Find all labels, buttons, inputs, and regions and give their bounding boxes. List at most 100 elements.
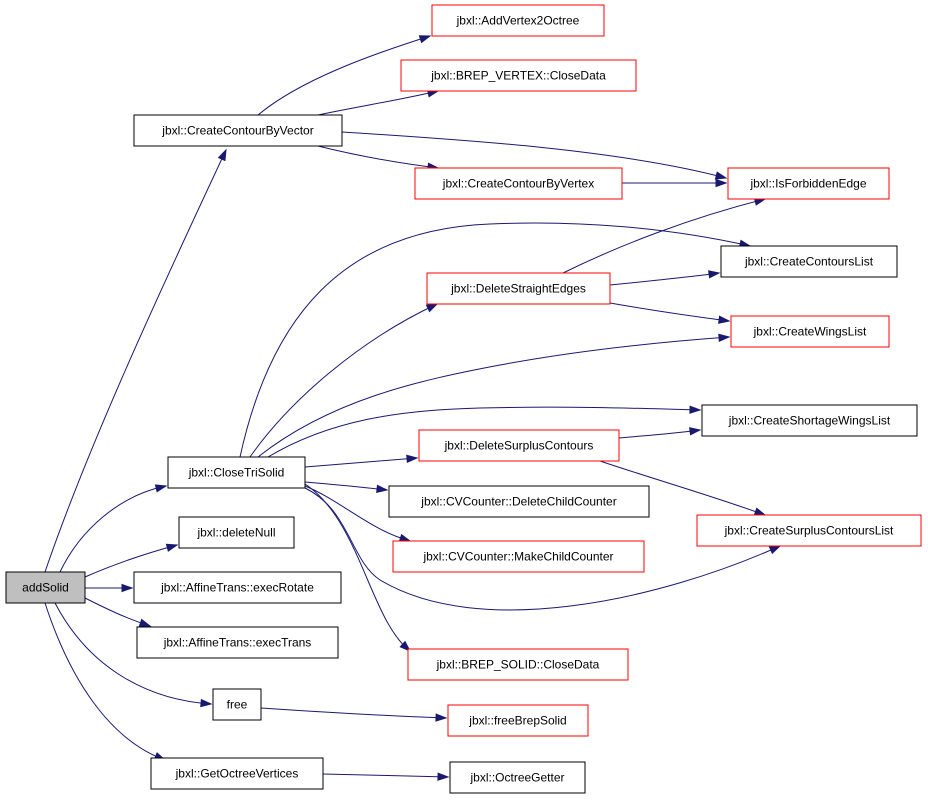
node-box: [414, 167, 623, 200]
node-label: jbxl::CreateWingsList: [753, 325, 867, 339]
node-box: [431, 4, 605, 37]
node-label: jbxl::deleteNull: [196, 526, 275, 540]
edge-line: [341, 131, 727, 179]
edge-arrowhead: [437, 772, 450, 781]
node-box: [720, 245, 898, 278]
node-makeChildCounter[interactable]: jbxl::CVCounter::MakeChildCounter: [392, 540, 645, 573]
edge-arrowhead: [200, 698, 213, 708]
node-getOctreeVertices[interactable]: jbxl::GetOctreeVertices: [150, 757, 324, 790]
node-label: jbxl::CreateShortageWingsList: [728, 414, 891, 428]
node-box: [212, 688, 262, 721]
edge-arrowhead: [718, 333, 731, 342]
edge-arrowhead: [121, 583, 134, 593]
node-deleteNull[interactable]: jbxl::deleteNull: [178, 516, 295, 549]
edge-createContourByVector-to-addVertex2Octree: [257, 35, 432, 116]
node-label: jbxl::CreateContourByVector: [161, 124, 313, 138]
node-addVertex2Octree[interactable]: jbxl::AddVertex2Octree: [431, 4, 605, 37]
node-box: [727, 167, 890, 200]
node-createContourByVector[interactable]: jbxl::CreateContourByVector: [133, 114, 343, 147]
edge-line: [618, 429, 701, 439]
node-createWingsList[interactable]: jbxl::CreateWingsList: [730, 315, 890, 348]
node-label: jbxl::CreateSurplusContoursList: [724, 524, 894, 538]
node-label: jbxl::CVCounter::DeleteChildCounter: [420, 495, 616, 509]
edge-createContourByVertex-to-isForbiddenEdge: [622, 178, 728, 188]
node-deleteSurplusContours[interactable]: jbxl::DeleteSurplusContours: [418, 429, 620, 462]
edge-closeTriSolid-to-createWingsList: [257, 333, 731, 458]
node-label: jbxl::DeleteSurplusContours: [444, 439, 594, 453]
edge-line: [304, 487, 781, 611]
edge-closeTriSolid-to-createContoursList: [239, 222, 752, 458]
node-execRotate[interactable]: jbxl::AffineTrans::execRotate: [133, 571, 342, 604]
node-box: [133, 571, 342, 604]
edge-arrowhead: [714, 171, 728, 180]
edge-arrowhead: [418, 35, 432, 44]
node-box: [449, 761, 586, 794]
node-label: jbxl::AffineTrans::execRotate: [160, 581, 314, 595]
node-box: [136, 626, 339, 659]
edge-line: [257, 35, 431, 116]
edge-line: [44, 602, 166, 761]
node-label: jbxl::CreateContourByVertex: [442, 177, 594, 191]
node-brepVertexCloseData[interactable]: jbxl::BREP_VERTEX::CloseData: [400, 59, 637, 92]
edge-closeTriSolid-to-makeChildCounter: [304, 485, 412, 542]
node-brepSolidCloseData[interactable]: jbxl::BREP_SOLID::CloseData: [407, 648, 629, 681]
edge-deleteSurplusContours-to-createShortageWingsList: [618, 427, 702, 439]
edge-addSolid-to-execTrans: [84, 597, 152, 627]
edge-line: [317, 90, 439, 116]
edge-line: [322, 773, 449, 778]
edge-arrowhead: [376, 484, 389, 494]
edge-line: [59, 485, 167, 573]
edge-line: [317, 145, 439, 169]
node-box: [730, 315, 890, 348]
node-octreeGetter[interactable]: jbxl::OctreeGetter: [449, 761, 586, 794]
node-label: jbxl::AddVertex2Octree: [456, 14, 580, 28]
edge-line: [257, 336, 730, 458]
edge-line: [609, 302, 730, 322]
edge-arrowhead: [689, 405, 702, 414]
edge-arrowhead: [154, 484, 168, 493]
edge-addSolid-to-deleteNull: [84, 543, 179, 578]
node-label: jbxl::CloseTriSolid: [188, 466, 285, 480]
edge-line: [260, 707, 447, 719]
edge-line: [609, 272, 720, 286]
edge-arrowhead: [217, 148, 227, 162]
node-addSolid: addSolid: [5, 571, 86, 604]
node-label: jbxl::freeBrepSolid: [468, 714, 566, 728]
node-execTrans[interactable]: jbxl::AffineTrans::execTrans: [136, 626, 339, 659]
node-isForbiddenEdge[interactable]: jbxl::IsForbiddenEdge: [727, 167, 890, 200]
node-createShortageWingsList[interactable]: jbxl::CreateShortageWingsList: [701, 404, 918, 437]
node-box: [447, 704, 589, 737]
node-createContoursList[interactable]: jbxl::CreateContoursList: [720, 245, 898, 278]
node-deleteChildCounter[interactable]: jbxl::CVCounter::DeleteChildCounter: [388, 485, 650, 518]
edge-line: [304, 483, 411, 652]
node-createSurplusContoursList[interactable]: jbxl::CreateSurplusContoursList: [696, 514, 922, 547]
edge-arrowhead: [435, 713, 448, 722]
node-closeTriSolid[interactable]: jbxl::CloseTriSolid: [167, 456, 306, 489]
edge-line: [304, 481, 388, 491]
edge-addSolid-to-free: [54, 602, 213, 708]
node-label: jbxl::DeleteStraightEdges: [450, 282, 586, 296]
node-layer: addSolidjbxl::CreateContourByVectorjbxl:…: [5, 4, 922, 794]
node-createContourByVertex[interactable]: jbxl::CreateContourByVertex: [414, 167, 623, 200]
node-deleteStraightEdges[interactable]: jbxl::DeleteStraightEdges: [426, 272, 611, 305]
edge-line: [562, 198, 766, 274]
node-box: [133, 114, 343, 147]
edge-arrowhead: [406, 454, 419, 464]
node-box: [407, 648, 629, 681]
node-free[interactable]: free: [212, 688, 262, 721]
node-box: [167, 456, 306, 489]
edge-line: [54, 602, 212, 705]
edge-line: [239, 222, 751, 458]
edge-arrowhead: [689, 427, 702, 436]
node-box: [426, 272, 611, 305]
node-label: jbxl::CreateContoursList: [744, 255, 874, 269]
node-freeBrepSolid[interactable]: jbxl::freeBrepSolid: [447, 704, 589, 737]
edge-line: [599, 460, 766, 516]
edge-deleteStraightEdges-to-createWingsList: [609, 302, 731, 324]
edge-createContourByVector-to-brepVertexCloseData: [317, 89, 440, 116]
edge-line: [44, 149, 227, 573]
edge-arrowhead: [715, 178, 728, 188]
node-box: [696, 514, 922, 547]
edge-closeTriSolid-to-deleteSurplusContours: [304, 454, 419, 468]
